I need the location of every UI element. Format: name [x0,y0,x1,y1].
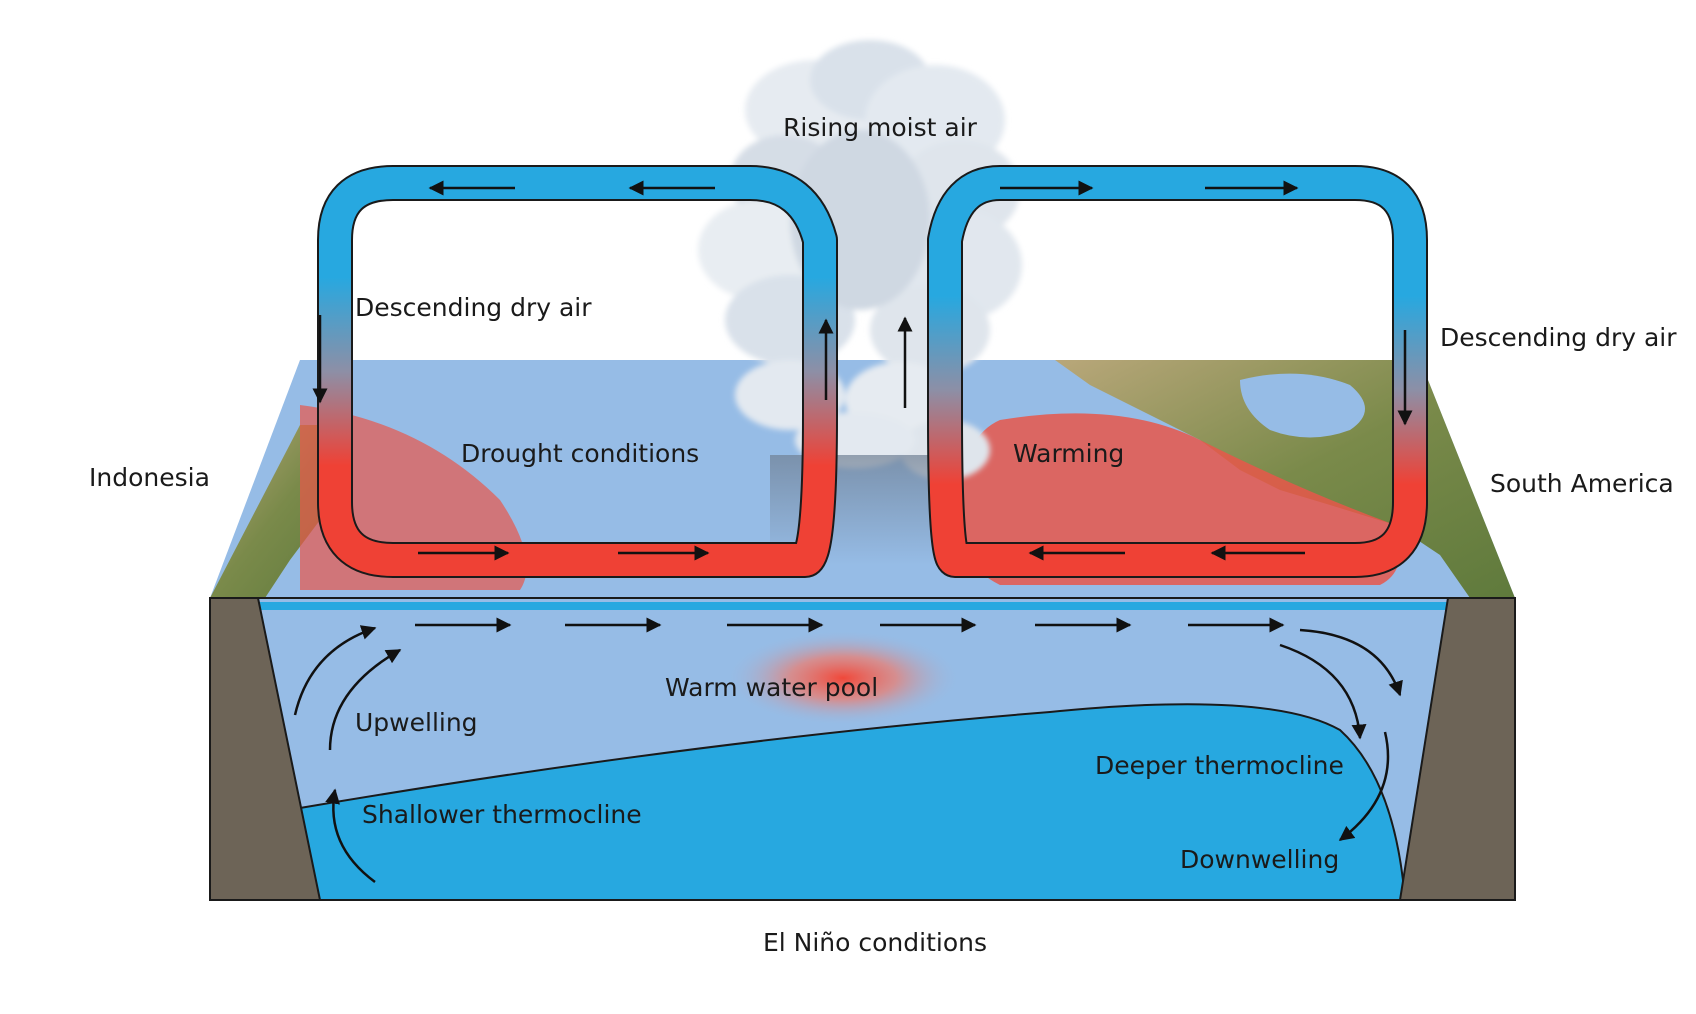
gulf-water [1240,373,1365,438]
ocean-current-arrows [293,617,1403,884]
indonesia-label: Indonesia [89,463,210,492]
thermocline-deep-water [299,703,1407,901]
left-circulation-loop [317,165,838,578]
south-america-label: South America [1490,469,1674,498]
diagram-caption: El Niño conditions [763,928,987,957]
downwelling-label: Downwelling [1180,845,1339,874]
shallower-thermocline-label: Shallower thermocline [362,800,642,829]
warm-water-pool [725,630,961,726]
right-circulation-loop [927,165,1428,578]
descending-left-label: Descending dry air [355,293,592,322]
descending-right-label: Descending dry air [1440,323,1677,352]
rising-air-label: Rising moist air [783,113,978,142]
deeper-thermocline-label: Deeper thermocline [1095,751,1344,780]
warm-pool-label: Warm water pool [665,673,878,702]
upwelling-label: Upwelling [355,708,478,737]
ocean-cross-section [209,597,1516,901]
circulation-arrows [312,180,1413,561]
warming-label: Warming [1013,439,1124,468]
drought-label: Drought conditions [461,439,699,468]
